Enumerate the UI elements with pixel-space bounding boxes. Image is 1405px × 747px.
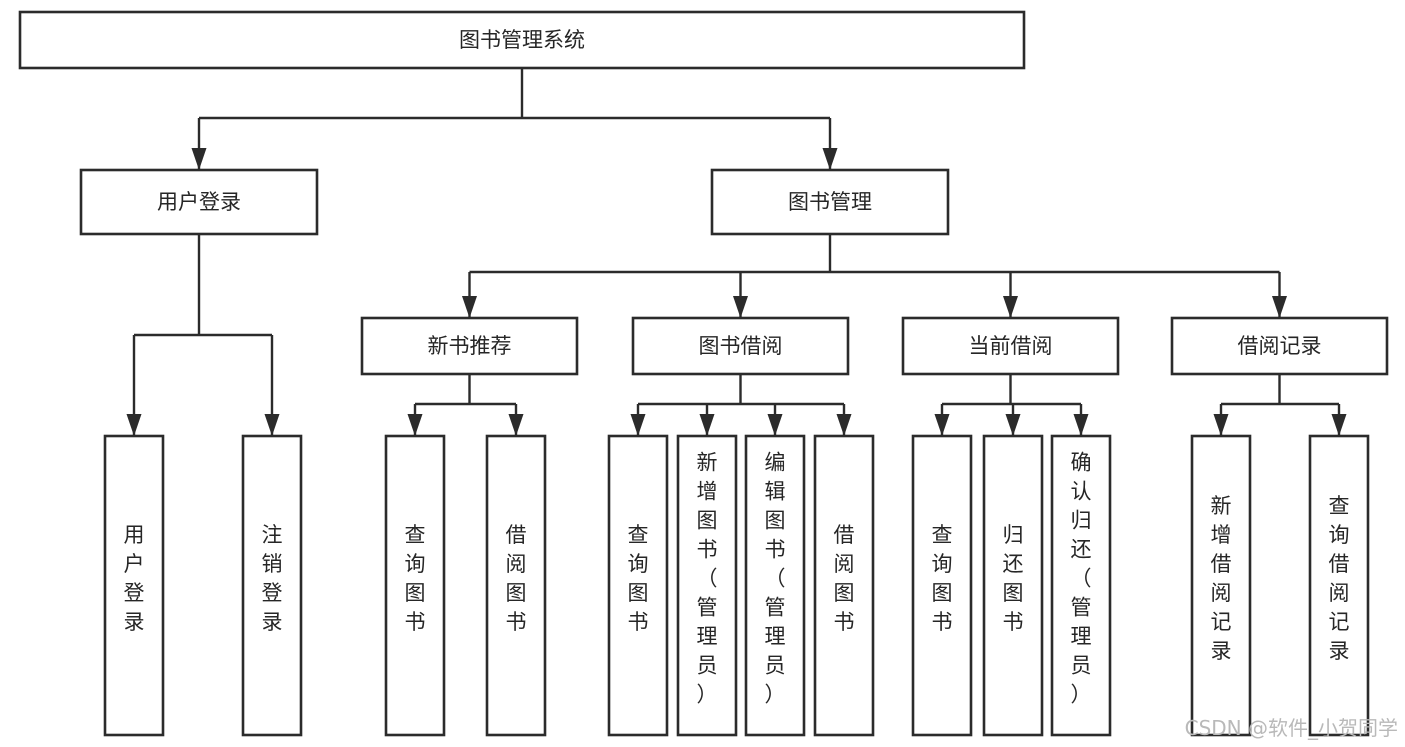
node-leaf-record-add[interactable]: 新增借阅记录: [1190, 434, 1252, 737]
node-label-leaf-current-query: 查询图书: [932, 523, 953, 634]
node-label-leaf-current-return: 归还图书: [1003, 523, 1024, 634]
node-leaf-recommend-query[interactable]: 查询图书: [384, 434, 446, 737]
node-leaf-current-confirm[interactable]: 确认归还（管理员）: [1050, 434, 1112, 737]
connector-layer: [126, 68, 1347, 436]
node-leaf-current-return[interactable]: 归还图书: [982, 434, 1044, 737]
node-box-leaf-recommend-query[interactable]: [384, 434, 446, 737]
node-box-leaf-current-query[interactable]: [911, 434, 973, 737]
node-label-new-book-recommend: 新书推荐: [428, 334, 512, 358]
arrow-head-icon-current-borrow: [1003, 296, 1018, 318]
node-box-root[interactable]: [18, 10, 1026, 70]
arrow-head-icon-leaf-borrow-lend: [836, 414, 852, 436]
arrow-head-icon-new-book-recommend: [462, 296, 477, 318]
node-book-borrow[interactable]: 图书借阅: [631, 316, 850, 376]
node-label-leaf-recommend-query: 查询图书: [405, 523, 426, 634]
arrow-head-icon-leaf-record-add: [1213, 414, 1229, 436]
node-new-book-recommend[interactable]: 新书推荐: [360, 316, 579, 376]
node-label-leaf-current-confirm: 确认归还（管理员）: [1071, 451, 1092, 707]
arrow-head-icon-leaf-borrow-add: [699, 414, 715, 436]
arrow-head-icon-leaf-user-logout: [264, 414, 280, 436]
node-label-leaf-record-add: 新增借阅记录: [1211, 494, 1232, 663]
node-box-leaf-current-confirm[interactable]: [1050, 434, 1112, 737]
node-box-leaf-borrow-lend[interactable]: [813, 434, 875, 737]
arrow-head-icon-leaf-current-query: [934, 414, 950, 436]
node-label-leaf-record-query: 查询借阅记录: [1329, 494, 1350, 663]
node-user-login[interactable]: 用户登录: [79, 168, 319, 236]
node-box-book-borrow[interactable]: [631, 316, 850, 376]
node-label-root: 图书管理系统: [459, 28, 585, 52]
node-label-leaf-user-logout: 注销登录: [262, 523, 283, 634]
node-label-leaf-recommend-borrow: 借阅图书: [506, 523, 527, 634]
node-book-manage[interactable]: 图书管理: [710, 168, 950, 236]
node-label-leaf-borrow-query: 查询图书: [628, 523, 649, 634]
node-leaf-user-login[interactable]: 用户登录: [103, 434, 165, 737]
node-box-leaf-record-add[interactable]: [1190, 434, 1252, 737]
arrow-head-icon-book-borrow: [733, 296, 748, 318]
node-box-leaf-borrow-query[interactable]: [607, 434, 669, 737]
node-root[interactable]: 图书管理系统: [18, 10, 1026, 70]
node-box-borrow-record[interactable]: [1170, 316, 1389, 376]
arrow-head-icon-borrow-record: [1272, 296, 1287, 318]
arrow-head-icon-leaf-borrow-edit: [767, 414, 783, 436]
node-label-book-manage: 图书管理: [788, 190, 872, 214]
node-leaf-borrow-add[interactable]: 新增图书（管理员）: [676, 434, 738, 737]
arrow-head-icon-leaf-recommend-query: [407, 414, 423, 436]
node-label-leaf-borrow-edit: 编辑图书（管理员）: [765, 451, 786, 707]
node-box-new-book-recommend[interactable]: [360, 316, 579, 376]
node-box-leaf-borrow-add[interactable]: [676, 434, 738, 737]
node-label-leaf-user-login: 用户登录: [124, 523, 145, 634]
node-leaf-recommend-borrow[interactable]: 借阅图书: [485, 434, 547, 737]
node-box-leaf-borrow-edit[interactable]: [744, 434, 806, 737]
node-leaf-borrow-query[interactable]: 查询图书: [607, 434, 669, 737]
arrow-head-icon-leaf-user-login: [126, 414, 142, 436]
node-current-borrow[interactable]: 当前借阅: [901, 316, 1120, 376]
node-box-user-login[interactable]: [79, 168, 319, 236]
node-leaf-record-query[interactable]: 查询借阅记录: [1308, 434, 1370, 737]
node-label-leaf-borrow-add: 新增图书（管理员）: [697, 451, 718, 707]
node-label-leaf-borrow-lend: 借阅图书: [834, 523, 855, 634]
node-borrow-record[interactable]: 借阅记录: [1170, 316, 1389, 376]
node-box-leaf-user-logout[interactable]: [241, 434, 303, 737]
node-leaf-borrow-edit[interactable]: 编辑图书（管理员）: [744, 434, 806, 737]
node-box-leaf-recommend-borrow[interactable]: [485, 434, 547, 737]
arrow-head-icon-book-manage: [822, 148, 838, 170]
node-box-leaf-record-query[interactable]: [1308, 434, 1370, 737]
node-box-leaf-current-return[interactable]: [982, 434, 1044, 737]
arrow-head-icon-leaf-current-return: [1005, 414, 1021, 436]
arrow-head-icon-leaf-current-confirm: [1073, 414, 1089, 436]
node-leaf-borrow-lend[interactable]: 借阅图书: [813, 434, 875, 737]
node-leaf-user-logout[interactable]: 注销登录: [241, 434, 303, 737]
node-box-current-borrow[interactable]: [901, 316, 1120, 376]
node-label-book-borrow: 图书借阅: [699, 334, 783, 358]
node-layer: 图书管理系统用户登录图书管理新书推荐图书借阅当前借阅借阅记录用户登录注销登录查询…: [18, 10, 1389, 737]
node-label-current-borrow: 当前借阅: [969, 334, 1053, 358]
arrow-head-icon-user-login: [191, 148, 207, 170]
csdn-watermark: CSDN @软件_小贺同学: [1185, 716, 1398, 740]
node-leaf-current-query[interactable]: 查询图书: [911, 434, 973, 737]
node-label-borrow-record: 借阅记录: [1238, 334, 1322, 358]
node-box-leaf-user-login[interactable]: [103, 434, 165, 737]
node-label-user-login: 用户登录: [157, 190, 241, 214]
arrow-head-icon-leaf-record-query: [1331, 414, 1347, 436]
arrow-head-icon-leaf-borrow-query: [630, 414, 646, 436]
arrow-head-icon-leaf-recommend-borrow: [508, 414, 524, 436]
node-box-book-manage[interactable]: [710, 168, 950, 236]
